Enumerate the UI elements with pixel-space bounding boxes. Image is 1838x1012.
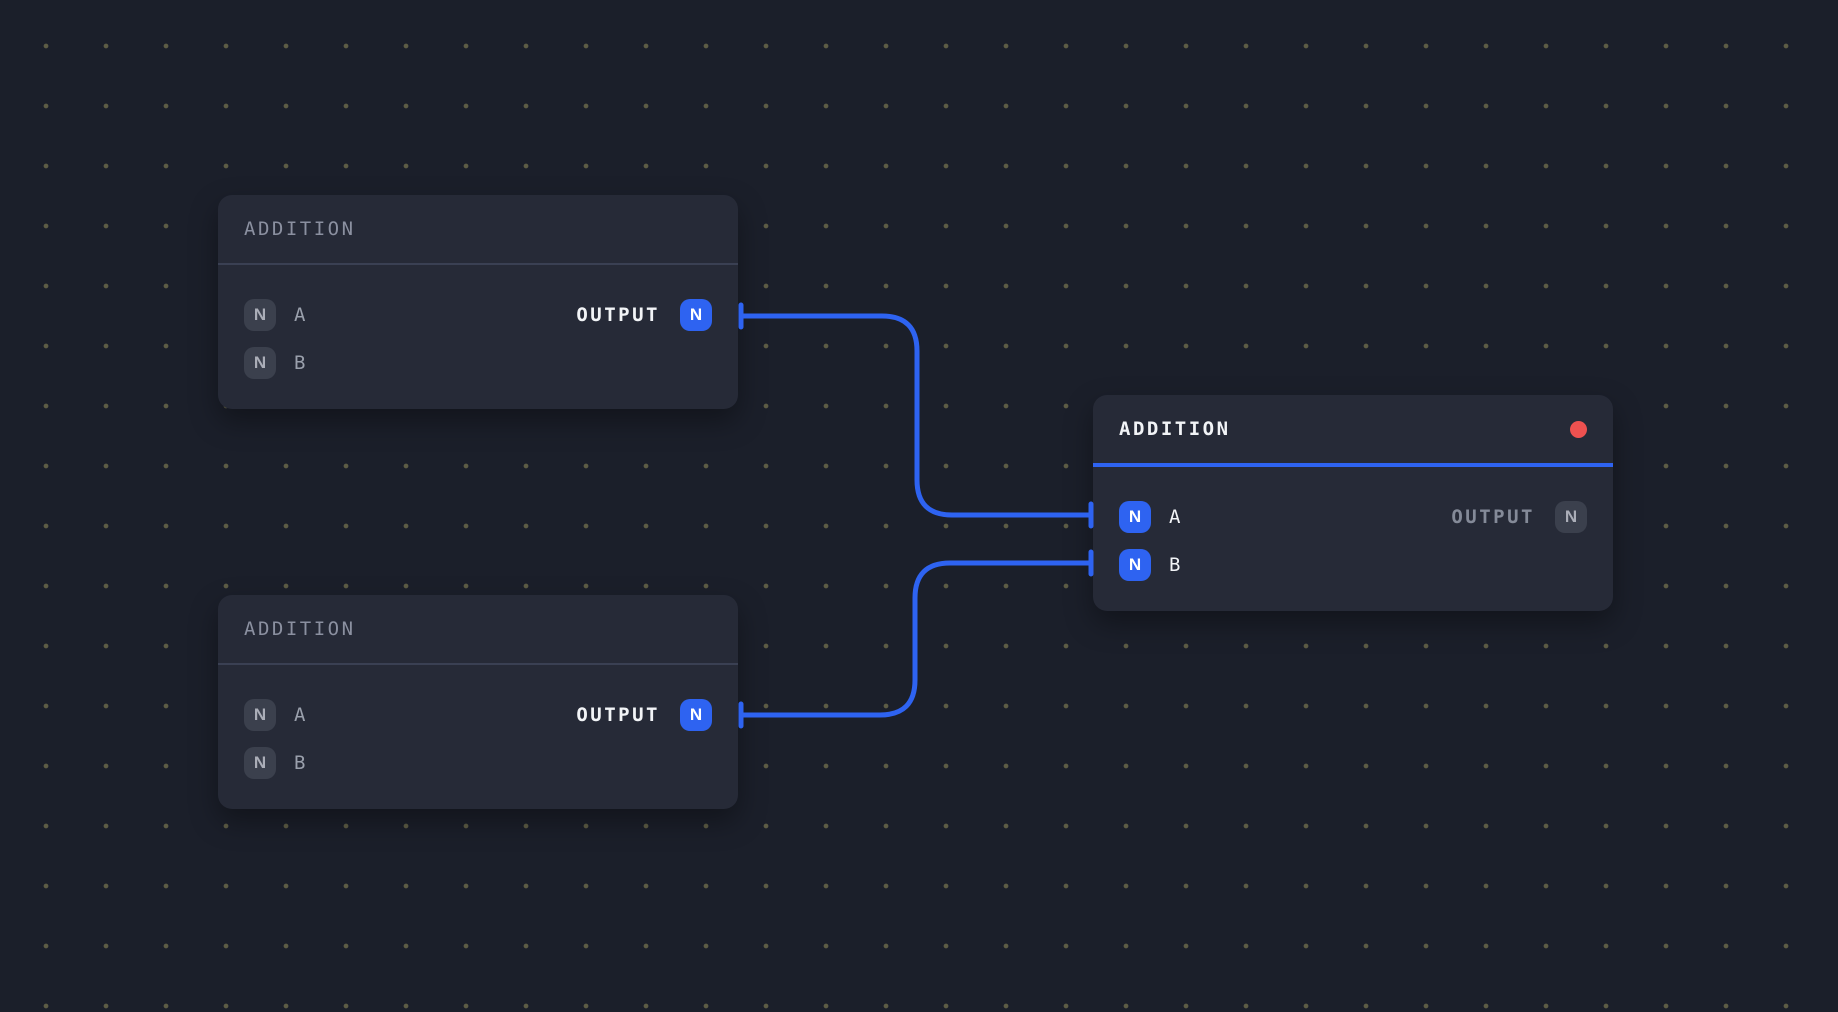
input-a-label: A	[294, 304, 307, 326]
input-b-type-badge[interactable]: N	[244, 747, 276, 779]
node-title: ADDITION	[244, 618, 356, 640]
node-header[interactable]: ADDITION	[218, 195, 738, 265]
node-addition-1[interactable]: ADDITION N A OUTPUT N N B	[218, 195, 738, 409]
port-row-b: N B	[244, 747, 712, 779]
node-addition-2[interactable]: ADDITION N A OUTPUT N N B	[218, 595, 738, 809]
port-row-a-output: N A OUTPUT N	[244, 299, 712, 331]
input-a-type-badge[interactable]: N	[244, 299, 276, 331]
input-a-label: A	[294, 704, 307, 726]
input-b-label: B	[294, 352, 307, 374]
status-dot-icon	[1570, 420, 1587, 438]
output-type-badge[interactable]: N	[1555, 501, 1587, 533]
node-body: N A OUTPUT N N B	[1093, 467, 1613, 611]
output-label: OUTPUT	[576, 304, 660, 326]
port-row-a-output: N A OUTPUT N	[1119, 501, 1587, 533]
node-body: N A OUTPUT N N B	[218, 265, 738, 409]
output-port: OUTPUT N	[576, 699, 712, 731]
port-row-a-output: N A OUTPUT N	[244, 699, 712, 731]
output-label: OUTPUT	[576, 704, 660, 726]
input-a-label: A	[1169, 506, 1182, 528]
input-b-label: B	[294, 752, 307, 774]
output-type-badge[interactable]: N	[680, 299, 712, 331]
node-addition-3[interactable]: ADDITION N A OUTPUT N N B	[1093, 395, 1613, 611]
port-row-b: N B	[244, 347, 712, 379]
input-b-label: B	[1169, 554, 1182, 576]
input-a-type-badge[interactable]: N	[244, 699, 276, 731]
input-b-type-badge[interactable]: N	[244, 347, 276, 379]
wire-addition2-to-addition3-b[interactable]	[738, 549, 1094, 729]
node-body: N A OUTPUT N N B	[218, 665, 738, 809]
input-a-type-badge[interactable]: N	[1119, 501, 1151, 533]
node-header[interactable]: ADDITION	[218, 595, 738, 665]
output-type-badge[interactable]: N	[680, 699, 712, 731]
output-port: OUTPUT N	[1451, 501, 1587, 533]
node-title: ADDITION	[244, 218, 356, 240]
port-row-b: N B	[1119, 549, 1587, 581]
input-b-type-badge[interactable]: N	[1119, 549, 1151, 581]
output-port: OUTPUT N	[576, 299, 712, 331]
output-label: OUTPUT	[1451, 506, 1535, 528]
node-title: ADDITION	[1119, 418, 1231, 440]
wire-addition1-to-addition3-a[interactable]	[738, 302, 1094, 529]
node-header[interactable]: ADDITION	[1093, 395, 1613, 467]
